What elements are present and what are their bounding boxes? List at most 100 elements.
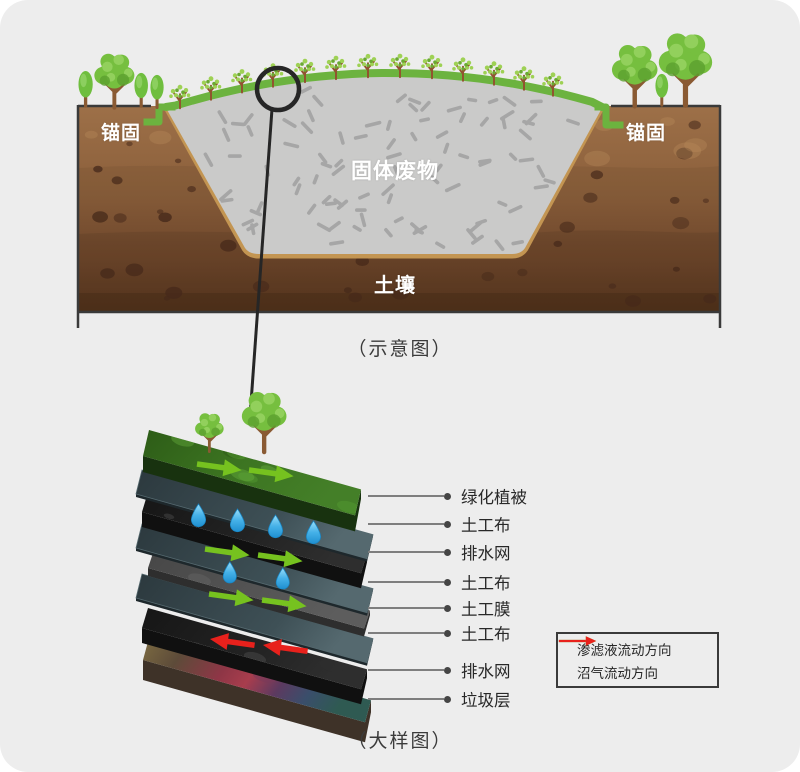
waste-dash [364, 120, 382, 128]
waste-dash [518, 128, 532, 141]
waste-dash [324, 201, 338, 207]
waste-dash [249, 208, 263, 217]
soil-spot [672, 217, 690, 230]
soil-spot [156, 209, 164, 214]
cypress-icon [132, 71, 150, 108]
soil-spot [584, 150, 610, 167]
soil-spot [126, 141, 133, 147]
soil-spot [702, 198, 710, 204]
soil-spot [688, 120, 701, 130]
soil-spot [673, 142, 702, 160]
soil-spot [481, 271, 495, 282]
waste-dash [321, 194, 332, 205]
leader-dot [444, 578, 451, 586]
soil-spot [149, 130, 172, 145]
texture-blob [336, 472, 356, 483]
waste-dash [328, 220, 341, 231]
tree-icon [659, 33, 712, 105]
soil-spot [113, 213, 127, 223]
leachate-arrows [196, 459, 307, 613]
leader-dot [444, 548, 451, 556]
soil-spot [343, 287, 352, 294]
soil-spot [252, 280, 270, 293]
layer-label: 排水网 [461, 545, 511, 563]
waste-dash [497, 200, 508, 207]
leader-dot [444, 604, 451, 612]
layer-label-row: 土工布 [368, 514, 511, 535]
waste-dash [203, 152, 214, 167]
soil-spot [669, 196, 680, 204]
detail-caption: （大样图） [347, 731, 453, 752]
waste-dash [408, 97, 422, 105]
waste-dash [320, 161, 333, 169]
layer-stack [135, 430, 374, 743]
texture-blob [336, 500, 361, 514]
slab-side [361, 553, 367, 589]
waste-dash [338, 131, 345, 145]
soil-spot [93, 165, 103, 173]
waste-dash [435, 163, 443, 173]
cypress-icon [148, 73, 166, 109]
soil-spot [660, 117, 675, 126]
waste-dash [318, 152, 328, 164]
texture-blob [167, 696, 183, 706]
leader-dot [444, 666, 451, 674]
solid-waste-body [166, 74, 602, 254]
waste-dash [359, 212, 367, 228]
soil-label: 土壤 [374, 275, 416, 297]
layer-label-row: 排水网 [368, 660, 511, 681]
waste-dash [220, 197, 234, 203]
waste-dash [294, 183, 302, 196]
soil-spot [559, 221, 575, 233]
waste-dash [292, 176, 301, 187]
waste-dash [241, 218, 255, 227]
slab-side [143, 660, 365, 743]
tree-icon [242, 392, 287, 452]
waste-dash [518, 157, 535, 163]
layer-label-row: 绿化植被 [368, 486, 527, 507]
waste-dash [443, 142, 450, 154]
layer-label: 绿化植被 [461, 489, 527, 507]
texture-blob [238, 472, 258, 483]
layer-label: 土工布 [461, 575, 511, 593]
anchor-label-left: 锚固 [101, 123, 142, 144]
layer-label: 土工布 [461, 517, 511, 535]
trees-left [76, 51, 166, 110]
layer-label: 垃圾层 [461, 692, 511, 710]
waste-dash [333, 198, 344, 208]
flow-arrow-icon [208, 589, 254, 607]
waste-dash [385, 119, 392, 131]
leader-dot [444, 492, 451, 500]
waste-dash [355, 208, 367, 212]
trees-right [612, 33, 712, 106]
waste-dash [508, 152, 518, 161]
soil-spot [158, 212, 172, 223]
soil-spot [517, 268, 528, 277]
biogas-arrows [210, 633, 308, 656]
waste-dash [508, 204, 523, 214]
anchor-label-right: 锚固 [626, 123, 667, 144]
layer-label-row: 土工膜 [368, 598, 511, 619]
flow-arrow-icon [248, 465, 294, 483]
waste-dash [543, 178, 556, 185]
waste-dash [306, 109, 315, 123]
waste-dash [255, 201, 264, 215]
waste-texture [203, 85, 580, 252]
waste-dash [386, 152, 402, 160]
soil-spot [163, 296, 171, 301]
waste-dash [429, 174, 440, 185]
slab-side [361, 669, 367, 705]
texture-blob [143, 703, 165, 717]
waste-dash [459, 112, 466, 124]
waste-dash [410, 131, 418, 142]
flow-arrow-icon [210, 633, 255, 650]
waste-dash [329, 240, 345, 246]
texture-blob [159, 702, 204, 723]
waste-dash [524, 112, 538, 126]
anchor-trench-left [143, 103, 176, 126]
schematic-caption: （示意图） [347, 339, 453, 360]
waste-dash [227, 154, 242, 158]
slab-side [355, 489, 361, 532]
waste-dash [471, 234, 484, 245]
